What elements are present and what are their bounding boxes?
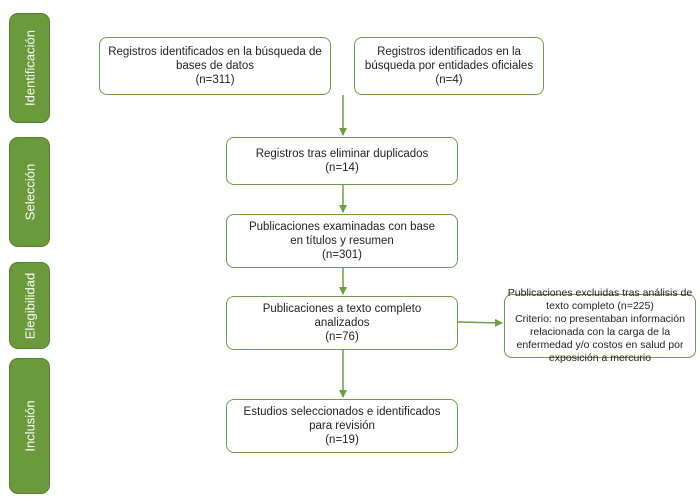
box-db-search: Registros identificados en la búsqueda d… bbox=[99, 37, 331, 95]
box-official-search: Registros identificados en la búsqueda p… bbox=[354, 37, 544, 95]
box-screened: Publicaciones examinadas con base en tít… bbox=[226, 214, 458, 268]
excluded-line2: texto completo (n=225) bbox=[546, 300, 654, 312]
screened-count: (n=301) bbox=[322, 249, 362, 261]
box-included: Estudios seleccionados e identificados p… bbox=[226, 399, 458, 453]
duplicates-line1: Registros tras eliminar duplicados bbox=[255, 148, 429, 160]
excluded-line4: relacionada con la carga de la bbox=[529, 326, 671, 338]
duplicates-count: (n=14) bbox=[325, 162, 359, 174]
included-line2: para revisión bbox=[309, 420, 375, 432]
db-search-line2: bases de datos bbox=[175, 60, 254, 72]
official-search-line2: búsqueda por entidades oficiales bbox=[364, 60, 534, 72]
db-search-line1: Registros identificados en la búsqueda d… bbox=[108, 46, 322, 58]
box-excluded: Publicaciones excluidas tras análisis de… bbox=[504, 287, 696, 364]
phase-identificacion: Identificación bbox=[9, 13, 50, 123]
arrow-to-excluded bbox=[457, 318, 503, 327]
fulltext-line2: analizados bbox=[314, 317, 370, 329]
fulltext-line1: Publicaciones a texto completo bbox=[262, 303, 422, 315]
included-count: (n=19) bbox=[325, 434, 359, 446]
screened-line1: Publicaciones examinadas con base bbox=[248, 221, 436, 233]
included-line1: Estudios seleccionados e identificados bbox=[243, 406, 441, 418]
official-search-line1: Registros identificados en la bbox=[377, 46, 521, 58]
screened-line2: en títulos y resumen bbox=[290, 235, 394, 247]
excluded-line6: exposición a mercurio bbox=[548, 352, 652, 364]
phase-elegibilidad: Elegibilidad bbox=[9, 262, 50, 349]
fulltext-count: (n=76) bbox=[325, 331, 359, 343]
db-search-count: (n=311) bbox=[195, 74, 235, 86]
box-duplicates: Registros tras eliminar duplicados (n=14… bbox=[226, 137, 458, 185]
excluded-line3: Criterio: no presentaban información bbox=[515, 313, 685, 325]
excluded-line5: enfermedad y/o costos en salud por bbox=[516, 339, 684, 351]
phase-seleccion: Selección bbox=[9, 137, 50, 247]
phase-inclusion: Inclusión bbox=[9, 358, 50, 494]
official-search-count: (n=4) bbox=[435, 74, 463, 86]
excluded-line1: Publicaciones excluidas tras análisis de bbox=[507, 287, 693, 299]
box-fulltext: Publicaciones a texto completo analizado… bbox=[226, 296, 458, 350]
